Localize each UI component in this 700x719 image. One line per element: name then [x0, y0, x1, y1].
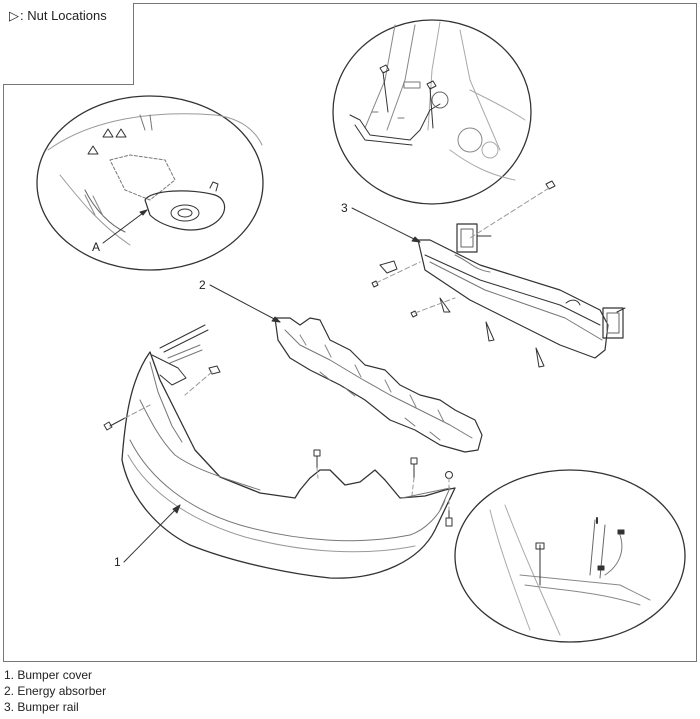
bumper-cover: [103, 324, 456, 579]
bolt-icon: [103, 421, 113, 431]
bumper-rail: [351, 180, 626, 368]
legend-item: 3. Bumper rail: [4, 700, 79, 714]
callout-2: 2: [199, 278, 206, 292]
nut-icon: [208, 365, 221, 375]
nut-icon: [445, 471, 453, 479]
legend-item: 2. Energy absorber: [4, 684, 107, 698]
nut-locations-title: ▷: Nut Locations: [9, 8, 107, 24]
nut-locations-label: : Nut Locations: [20, 8, 107, 23]
energy-absorber: [209, 284, 483, 453]
bolt-icon: [371, 280, 379, 288]
callout-1: 1: [114, 555, 121, 569]
leader-line-1: [123, 504, 181, 563]
leader-line-a: [102, 209, 148, 244]
nut-location-icon: [115, 128, 127, 138]
nut-location-icon: [102, 128, 114, 138]
detail-circle-lamp-area: [36, 95, 264, 271]
bolt-icon: [410, 457, 418, 479]
bolt-icon: [313, 449, 321, 469]
detail-circle-rail-mount: [332, 19, 532, 205]
legend-item: 1. Bumper cover: [4, 668, 93, 682]
nut-location-symbol: ▷: [9, 8, 19, 23]
bolt-icon: [535, 542, 545, 550]
parts-legend: 1. Bumper cover 2. Energy absorber 3. Bu…: [4, 667, 106, 715]
bolt-icon: [379, 64, 390, 113]
callout-3: 3: [341, 201, 348, 215]
leader-line-3: [351, 207, 421, 243]
nut-location-icon: [87, 145, 99, 155]
nut-locations-box: ▷: Nut Locations: [3, 3, 134, 85]
bolt-icon: [445, 509, 453, 527]
bolt-icon: [410, 310, 418, 318]
leader-line-2: [209, 284, 281, 323]
detail-circle-lower-fasteners: [454, 469, 686, 643]
callout-a: A: [92, 240, 101, 254]
bolt-icon: [426, 80, 437, 129]
exploded-diagram: [36, 19, 686, 643]
bolt-icon: [545, 180, 556, 190]
